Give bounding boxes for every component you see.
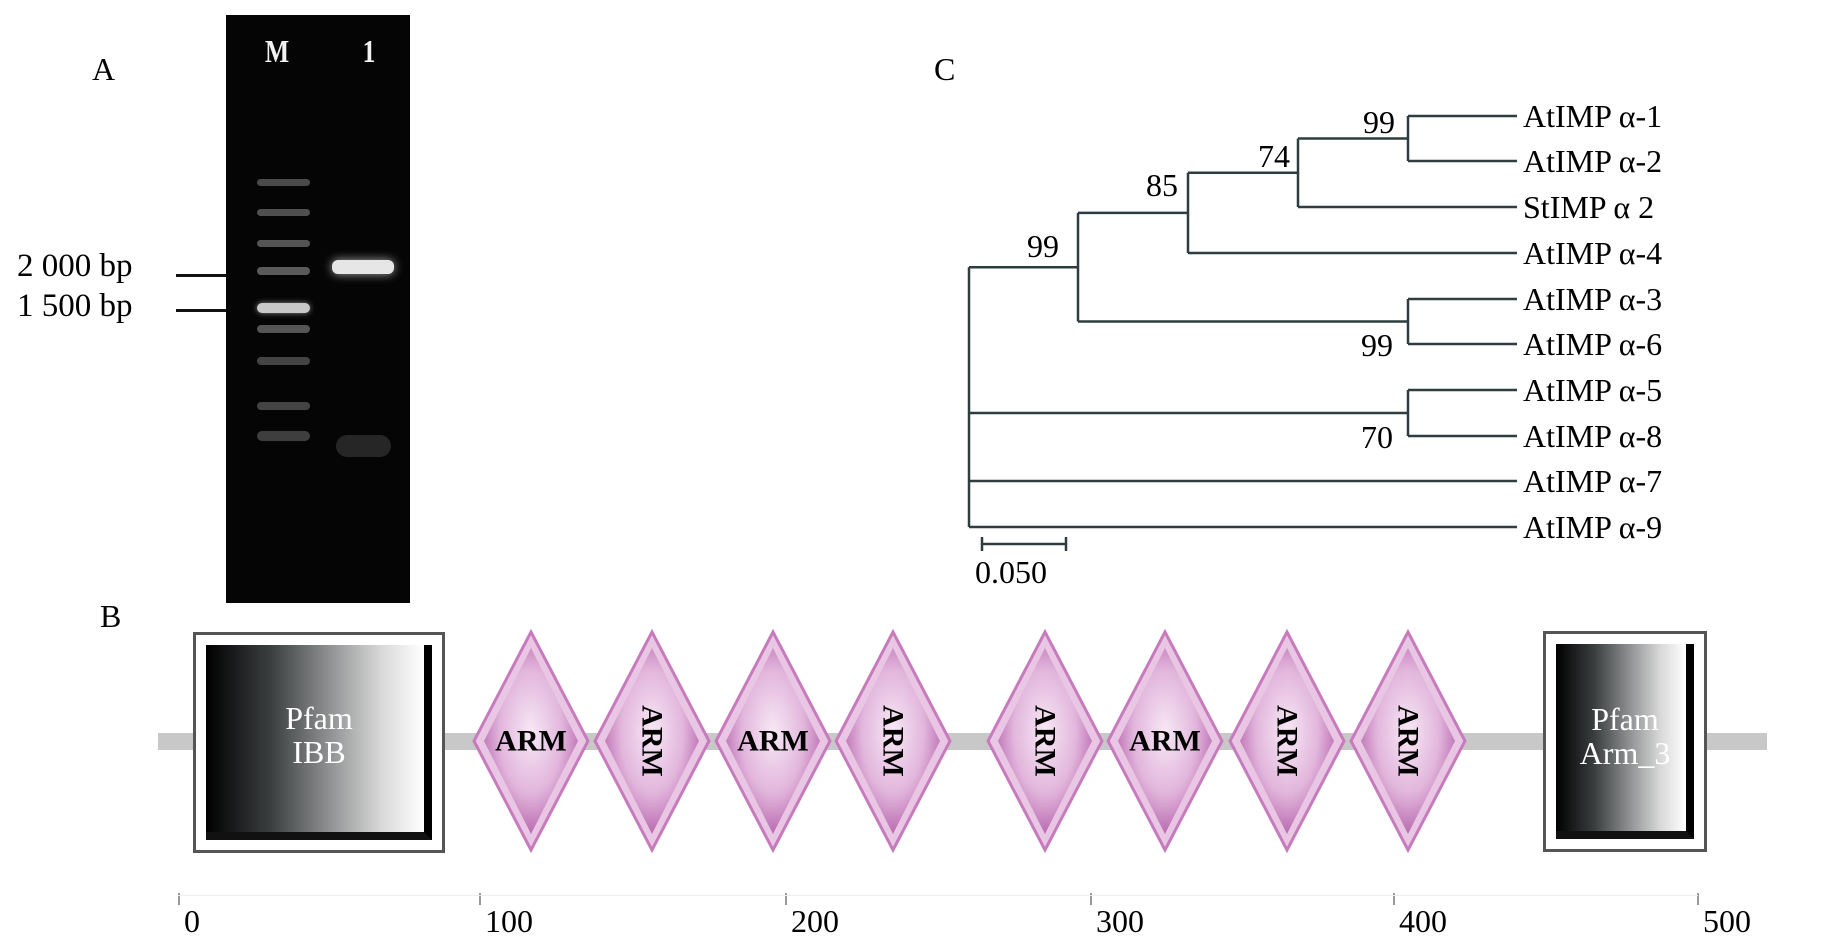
marker-pointer-line (176, 274, 226, 277)
arm-diamond-inner (1118, 648, 1212, 834)
marker-band (257, 402, 310, 410)
marker-band (257, 267, 310, 275)
arm-diamond-inner (484, 648, 578, 834)
arm-label: ARM (1392, 705, 1425, 777)
axis-tick (1393, 893, 1395, 905)
arm-diamond-inner (998, 648, 1092, 834)
bootstrap-label: 85 (1146, 167, 1178, 203)
arm-domain: ARM (593, 628, 711, 854)
axis-tick (1697, 893, 1699, 905)
marker-band (257, 431, 310, 441)
sample-smear (336, 435, 391, 457)
axis-tick-label: 500 (1703, 903, 1751, 939)
marker-band (257, 209, 310, 216)
pfam-arm3-domain: Pfam Arm_3 (1543, 631, 1707, 852)
arm-label: ARM (1129, 725, 1201, 758)
bootstrap-label: 99 (1361, 327, 1393, 363)
leaf-label: AtIMP α-6 (1523, 326, 1662, 362)
leaf-label: AtIMP α-2 (1523, 143, 1662, 179)
leaf-label: AtIMP α-8 (1523, 418, 1662, 454)
leaf-label: AtIMP α-7 (1523, 463, 1662, 499)
marker-band (257, 325, 310, 333)
axis-tick (479, 893, 481, 905)
arm-label: ARM (1029, 705, 1062, 777)
arm-domain: ARM (1228, 628, 1346, 854)
arm-label: ARM (877, 705, 910, 777)
marker-band (257, 240, 310, 247)
panel-a-letter: A (92, 51, 116, 87)
arm-diamond-inner (846, 648, 940, 834)
axis-tick-label: 400 (1399, 903, 1447, 939)
arm-domain: ARM (1106, 628, 1224, 854)
pfam-arm3-label: Pfam Arm_3 (1579, 701, 1671, 771)
axis-tick (1090, 893, 1092, 905)
arm-diamond-inner (605, 648, 699, 834)
axis-tick (178, 893, 180, 905)
axis-tick-label: 0 (184, 903, 200, 939)
axis-tick-label: 100 (485, 903, 533, 939)
arm-label: ARM (1271, 705, 1304, 777)
leaf-label: AtIMP α-4 (1523, 235, 1662, 271)
arm-diamond-inner (1361, 648, 1455, 834)
bootstrap-label: 99 (1027, 228, 1059, 264)
sample-band (332, 260, 394, 274)
gel-image: M 1 (226, 15, 410, 603)
bootstrap-label: 99 (1363, 104, 1395, 140)
lane-label-sample: 1 (362, 33, 376, 69)
axis-tick (785, 893, 787, 905)
arm-label: ARM (737, 725, 809, 758)
arm-diamond-inner (1240, 648, 1334, 834)
axis-tick-label: 300 (1096, 903, 1144, 939)
lane-label-marker: M (265, 33, 290, 69)
bootstrap-label: 70 (1361, 419, 1393, 455)
marker-pointer-line (176, 309, 226, 312)
marker-label-2000bp: 2 000 bp (17, 248, 133, 284)
arm-label: ARM (495, 725, 567, 758)
panel-c-letter: C (934, 51, 956, 87)
axis-tick-label: 200 (791, 903, 839, 939)
marker-band (257, 179, 310, 186)
pfam-ibb-label: Pfam IBB (285, 700, 353, 770)
arm-domain: ARM (834, 628, 952, 854)
leaf-label: StIMP α 2 (1523, 189, 1654, 225)
scale-bar-label: 0.050 (975, 554, 1047, 590)
pfam-ibb-domain: Pfam IBB (193, 632, 445, 853)
marker-band-bright (257, 303, 310, 313)
leaf-label: AtIMP α-5 (1523, 372, 1662, 408)
marker-label-1500bp: 1 500 bp (17, 288, 133, 324)
leaf-label: AtIMP α-3 (1523, 281, 1662, 317)
axis-line (178, 895, 1698, 896)
arm-domain: ARM (714, 628, 832, 854)
panel-b-letter: B (100, 598, 122, 634)
marker-band (257, 357, 310, 365)
arm-diamond-inner (726, 648, 820, 834)
arm-domain: ARM (1349, 628, 1467, 854)
arm-label: ARM (636, 705, 669, 777)
arm-domain: ARM (986, 628, 1104, 854)
bootstrap-label: 74 (1258, 138, 1290, 174)
leaf-label: AtIMP α-9 (1523, 509, 1662, 545)
leaf-label: AtIMP α-1 (1523, 98, 1662, 134)
arm-domain: ARM (472, 628, 590, 854)
